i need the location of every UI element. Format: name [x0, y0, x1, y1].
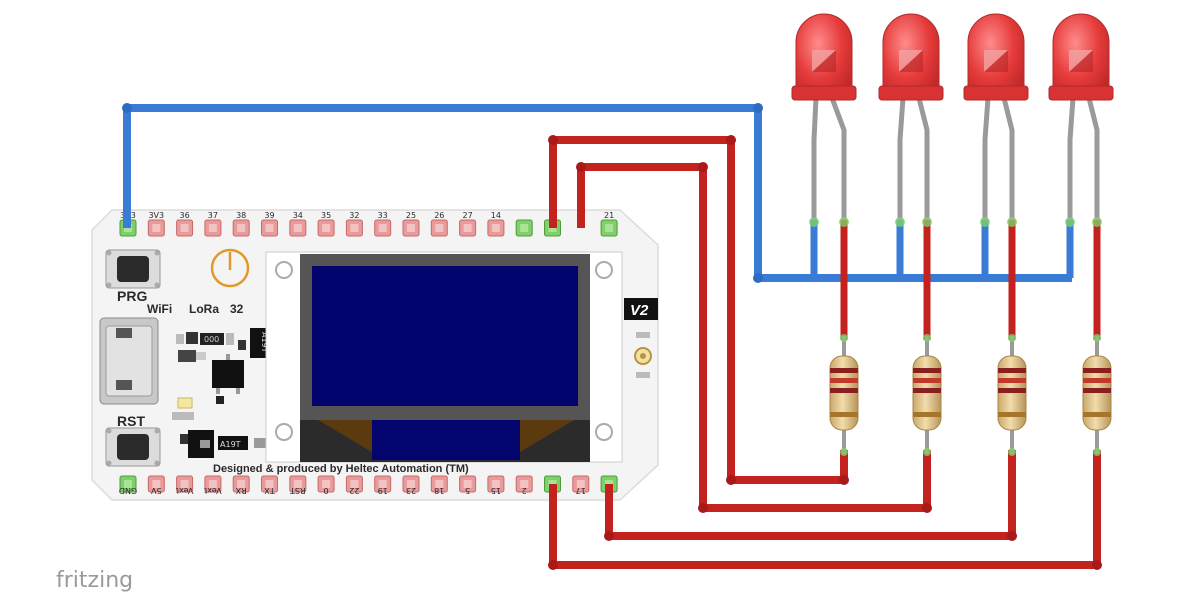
top-pin-1[interactable] — [147, 219, 165, 237]
prg-label: PRG — [117, 288, 147, 304]
bottom-pin-14[interactable] — [515, 475, 533, 493]
top-pin-label: 38 — [236, 211, 246, 220]
chip-a19t-label: A19T — [260, 332, 269, 353]
resistor-group — [829, 334, 1112, 456]
bottom-pin-6[interactable] — [289, 475, 307, 493]
chip-000-label: 000 — [204, 335, 219, 344]
resistor-3[interactable] — [997, 334, 1027, 456]
top-pin-label: 3V3 — [148, 211, 164, 220]
red-led-3[interactable] — [963, 13, 1029, 227]
top-pin-2[interactable] — [176, 219, 194, 237]
top-pin-label: 21 — [604, 211, 614, 220]
board-credit: Designed & produced by Heltec Automation… — [213, 463, 469, 475]
power-switch-icon — [210, 248, 250, 288]
antenna-connector-icon — [634, 347, 652, 365]
resistor-2[interactable] — [912, 334, 942, 456]
top-pin-8[interactable] — [345, 219, 363, 237]
resistor-4[interactable] — [1082, 334, 1112, 456]
bottom-pin-label: 19 — [378, 486, 388, 495]
top-pin-14[interactable] — [515, 219, 533, 237]
bottom-pin-12[interactable] — [459, 475, 477, 493]
bottom-pin-1[interactable] — [147, 475, 165, 493]
fritzing-logo: fritzing — [56, 568, 133, 593]
top-pin-12[interactable] — [459, 219, 477, 237]
top-pin-11[interactable] — [430, 219, 448, 237]
bottom-pin-2[interactable] — [176, 475, 194, 493]
top-pin-label: 27 — [463, 211, 473, 220]
top-pin-6[interactable] — [289, 219, 307, 237]
version-label: V2 — [630, 302, 649, 319]
top-pin-label: 39 — [264, 211, 274, 220]
resistor-1[interactable] — [829, 334, 859, 456]
version-badge — [624, 298, 658, 320]
prg-button[interactable] — [105, 249, 161, 289]
top-pin-label: 14 — [491, 211, 501, 220]
top-pin-label: 35 — [321, 211, 331, 220]
bottom-pin-8[interactable] — [345, 475, 363, 493]
red-wire-led3[interactable] — [605, 450, 1016, 540]
led-group — [791, 13, 1114, 227]
bottom-pin-10[interactable] — [402, 475, 420, 493]
top-pin-10[interactable] — [402, 219, 420, 237]
bottom-pin-label: 18 — [434, 486, 444, 495]
top-pin-label: 33 — [378, 211, 388, 220]
top-pin-label: 26 — [434, 211, 444, 220]
bottom-pin-7[interactable] — [317, 475, 335, 493]
rst-button[interactable] — [105, 427, 161, 467]
red-wire-led2[interactable] — [577, 163, 931, 512]
bottom-pin-label: 17 — [576, 486, 586, 495]
red-led-4[interactable] — [1048, 13, 1114, 227]
top-pin-label: 25 — [406, 211, 416, 220]
bottom-pin-label: 22 — [349, 486, 359, 495]
smd-components: 000 A19T A19T — [172, 328, 269, 458]
bottom-pin-0[interactable] — [119, 475, 137, 493]
top-pin-4[interactable] — [232, 219, 250, 237]
bottom-pin-label: RX — [235, 486, 247, 495]
top-pin-9[interactable] — [374, 219, 392, 237]
oled-display — [265, 251, 623, 463]
chip-a19t2-label: A19T — [220, 440, 241, 449]
bottom-pin-label: RST — [290, 486, 306, 495]
bottom-pin-label: 5 — [465, 486, 470, 495]
bottom-pin-13[interactable] — [487, 475, 505, 493]
bottom-pin-3[interactable] — [204, 475, 222, 493]
top-pin-label: 32 — [349, 211, 359, 220]
bottom-pin-label: 15 — [491, 486, 501, 495]
rst-label: RST — [117, 413, 145, 429]
oled-screen — [312, 266, 578, 406]
bottom-pin-label: TX — [264, 486, 276, 495]
red-led-1[interactable] — [791, 13, 857, 227]
bottom-pin-label: 5V — [150, 486, 161, 495]
top-pin-13[interactable] — [487, 219, 505, 237]
bottom-pin-5[interactable] — [261, 475, 278, 493]
top-pin-7[interactable] — [317, 219, 335, 237]
red-wire-led4[interactable] — [549, 450, 1101, 569]
bottom-pin-4[interactable] — [232, 475, 250, 493]
wire-junctions — [122, 103, 1102, 570]
lora-number: 32 — [230, 302, 244, 316]
usb-port — [99, 317, 159, 405]
bottom-pin-9[interactable] — [374, 475, 392, 493]
bottom-pin-11[interactable] — [430, 475, 448, 493]
top-pin-17[interactable] — [600, 219, 618, 237]
wifi-label: WiFi — [147, 302, 172, 316]
top-pin-label: 34 — [293, 211, 303, 220]
bottom-pin-label: 23 — [406, 486, 416, 495]
lora-label: LoRa — [189, 302, 219, 316]
top-pin-3[interactable] — [204, 219, 222, 237]
red-led-2[interactable] — [878, 13, 944, 227]
top-pin-label: 36 — [180, 211, 190, 220]
bottom-pin-16[interactable] — [572, 475, 590, 493]
top-pin-5[interactable] — [261, 219, 278, 237]
top-pin-label: 37 — [208, 211, 218, 220]
bottom-pin-label: Vext — [176, 486, 194, 495]
bottom-pin-label: 2 — [522, 486, 527, 495]
bottom-pin-label: Vext — [204, 486, 222, 495]
bottom-pin-label: GND — [119, 486, 137, 495]
bottom-pin-label: 0 — [324, 486, 329, 495]
